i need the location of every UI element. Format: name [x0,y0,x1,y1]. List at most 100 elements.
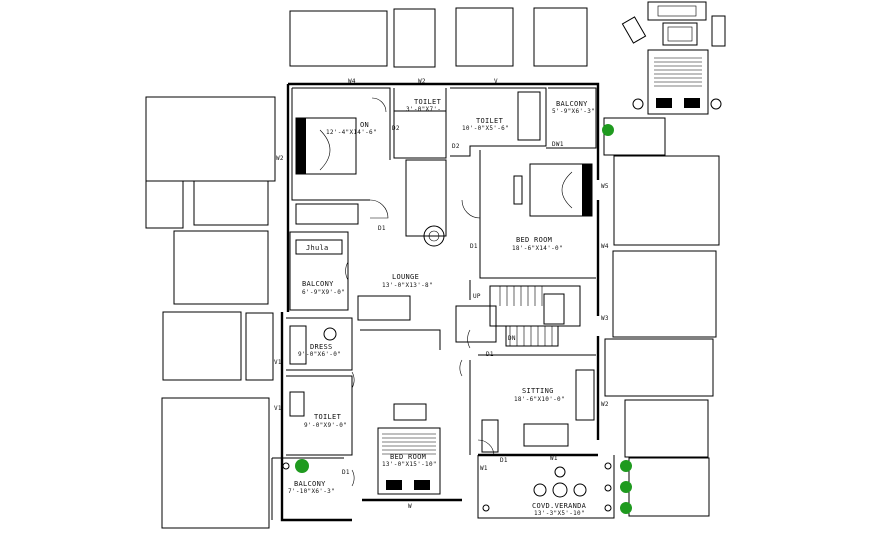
staircase [489,285,581,347]
sofa-block [647,1,707,21]
opening-marks: W4 W2 V W2 V1 V1 W5 W4 W3 W2 W1 W1 W D2 … [274,78,609,510]
side-table [710,98,722,110]
ref-block [173,230,269,305]
window-mark: W [408,503,412,510]
room-dim: 5'-9"X6'-3" [552,108,595,115]
sofa-sitting [575,369,595,421]
door-mark: D1 [342,469,350,476]
room-name: Jhula [306,244,329,252]
ref-block [393,8,436,68]
plant-icon [620,481,632,493]
veranda-chair [533,483,547,497]
room-dim: 18'-6"X14'-0" [512,245,563,252]
window-mark: W5 [601,183,609,190]
plant-icon [620,502,632,514]
room-name: BED ROOM [516,236,552,244]
ref-block [628,457,710,517]
veranda-fixtures [282,462,612,512]
ref-block [145,96,276,182]
lounge-block [455,305,497,343]
window-mark: W4 [348,78,356,85]
room-name: TOILET [414,98,442,106]
ref-block [245,312,274,381]
ref-block [533,7,588,67]
bed-hatch [654,57,702,87]
room-dim: 18'-6"X10'-0" [514,396,565,403]
window-mark: V [494,78,498,85]
bed-bottom-pillow [414,480,430,490]
room-dim: 7'-10"X6'-3" [288,488,335,495]
room-dim: 3'-0"X7'- [406,106,441,113]
room-dim: 6'-9"X9'-0" [302,289,345,296]
room-name: LOUNGE [392,273,419,281]
outer-walls [271,82,615,522]
door-mark: D1 [378,225,386,232]
veranda-planter [482,504,490,512]
ref-block [162,311,242,381]
room-dim: 13'-0"X13'-8" [382,282,433,289]
interior-furniture [289,91,595,495]
bed-bottom [377,427,441,495]
dress-shelf [289,325,307,365]
pillow-block [684,98,700,108]
ref-block [604,338,714,397]
table-inner [667,26,693,42]
ref-block [161,397,270,529]
plants [295,124,632,514]
door-mark: D2 [452,143,460,150]
room-name: DRESS [310,343,333,351]
room-dim: 10'-0"X5'-6" [462,125,509,132]
room-name: BALCONY [294,480,326,488]
ref-block [289,10,388,67]
door-swings [345,97,495,487]
room-name: BED ROOM [390,453,426,461]
veranda-chair [573,483,587,497]
room-dim: 12'-4"X14'-6" [326,129,377,136]
room-labels: TOILET 3'-0"X7'- TOILET 10'-0"X5'-6" BAL… [288,98,595,517]
window-mark: W1 [480,465,488,472]
balcony-planter [282,462,290,470]
door-mark: D1 [500,457,508,464]
bed-right-headboard [582,164,592,216]
toilet-low-bath [289,391,305,417]
veranda-table [552,482,568,498]
room-dim: 9'-0"X9'-0" [304,422,347,429]
ref-block [455,7,514,67]
bath-tub [517,91,541,141]
bed-bottom-pillow [386,480,402,490]
interior-walls [286,87,597,456]
ref-block [624,399,709,458]
stair-mark: UP [473,293,481,300]
furniture-set-topright [621,1,726,115]
window-mark: W1 [550,455,558,462]
ref-block [613,155,720,246]
ref-block [193,180,269,226]
room-name: BALCONY [556,100,588,108]
armchair-block [711,15,726,47]
armchair-block [621,16,647,44]
plant-icon [295,459,309,473]
plant-icon [620,460,632,472]
ref-block [603,117,666,156]
room-name: TOILET [476,117,504,125]
room-name: COVD.VERANDA [532,502,587,510]
lounge-table [357,295,411,321]
room-name: TOILET [314,413,342,421]
door-mark: D2 [392,125,400,132]
wardrobe-left [295,203,359,225]
table-block [662,22,698,46]
dresser-right [513,175,523,205]
side-table [632,98,644,110]
window-mark: V1 [274,359,282,366]
room-dim: 9'-0"X6'-0" [298,351,341,358]
basin [323,327,337,341]
veranda-planter [604,504,612,512]
window-mark: W2 [418,78,426,85]
door-mark: D1 [470,243,478,250]
round-table [423,225,445,247]
window-mark: W3 [601,315,609,322]
room-name: ON [360,121,369,129]
room-dim: 13'-0"X15'-10" [382,461,437,468]
veranda-planter [604,462,612,470]
room-dim: 13'-3"X5'-10" [534,510,585,517]
